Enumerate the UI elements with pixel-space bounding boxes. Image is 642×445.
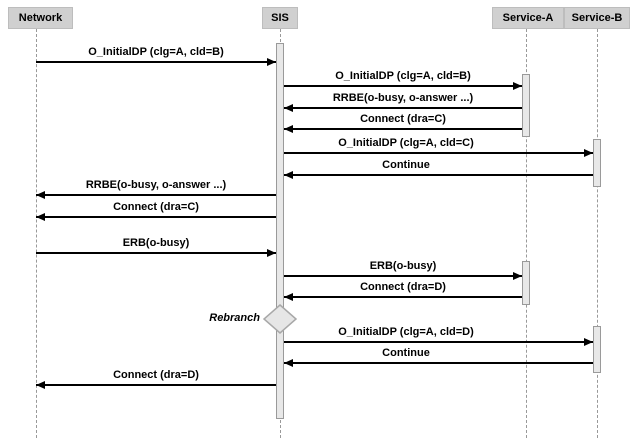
arrowhead-icon <box>36 381 45 389</box>
activation-bar-service-a <box>522 74 530 137</box>
message-line <box>36 252 276 254</box>
message-label: Connect (dra=C) <box>113 201 199 213</box>
message-label: O_InitialDP (clg=A, cld=B) <box>335 70 471 82</box>
arrowhead-icon <box>513 82 522 90</box>
actor-service-b: Service-B <box>564 7 630 29</box>
arrowhead-icon <box>267 58 276 66</box>
lifeline-network <box>36 29 37 438</box>
message-label: Continue <box>382 347 430 359</box>
actor-service-a: Service-A <box>492 7 564 29</box>
message-line <box>284 296 522 298</box>
message-label: ERB(o-busy) <box>122 237 190 249</box>
lifeline-service-a <box>526 29 527 438</box>
message-label: O_InitialDP (clg=A, cld=D) <box>338 326 474 338</box>
arrowhead-icon <box>284 359 293 367</box>
actor-sis: SIS <box>262 7 298 29</box>
message-line <box>284 275 522 277</box>
message-line <box>284 128 522 130</box>
lifeline-service-b <box>597 29 598 438</box>
actor-network: Network <box>8 7 73 29</box>
activation-bar-service-b <box>593 326 601 373</box>
arrowhead-icon <box>267 249 276 257</box>
arrowhead-icon <box>284 125 293 133</box>
message-label: Connect (dra=D) <box>360 281 446 293</box>
activation-bar-service-a <box>522 261 530 305</box>
arrowhead-icon <box>36 213 45 221</box>
arrowhead-icon <box>284 171 293 179</box>
message-line <box>36 384 276 386</box>
message-label: Connect (dra=C) <box>360 113 446 125</box>
message-label: Connect (dra=D) <box>113 369 199 381</box>
arrowhead-icon <box>584 338 593 346</box>
message-label: RRBE(o-busy, o-answer ...) <box>332 92 474 104</box>
rebranch-label: Rebranch <box>209 312 260 324</box>
message-label: ERB(o-busy) <box>369 260 437 272</box>
message-line <box>284 152 593 154</box>
activation-bar-sis <box>276 43 284 419</box>
rebranch-diamond-icon <box>263 304 297 334</box>
activation-bar-service-b <box>593 139 601 187</box>
message-line <box>36 194 276 196</box>
message-line <box>36 61 276 63</box>
message-line <box>284 85 522 87</box>
arrowhead-icon <box>513 272 522 280</box>
message-line <box>284 107 522 109</box>
arrowhead-icon <box>284 104 293 112</box>
message-label: O_InitialDP (clg=A, cld=B) <box>88 46 224 58</box>
message-line <box>284 174 593 176</box>
message-line <box>36 216 276 218</box>
message-line <box>284 341 593 343</box>
arrowhead-icon <box>584 149 593 157</box>
arrowhead-icon <box>284 293 293 301</box>
message-label: Continue <box>382 159 430 171</box>
arrowhead-icon <box>36 191 45 199</box>
message-label: RRBE(o-busy, o-answer ...) <box>85 179 227 191</box>
message-line <box>284 362 593 364</box>
message-label: O_InitialDP (clg=A, cld=C) <box>338 137 474 149</box>
